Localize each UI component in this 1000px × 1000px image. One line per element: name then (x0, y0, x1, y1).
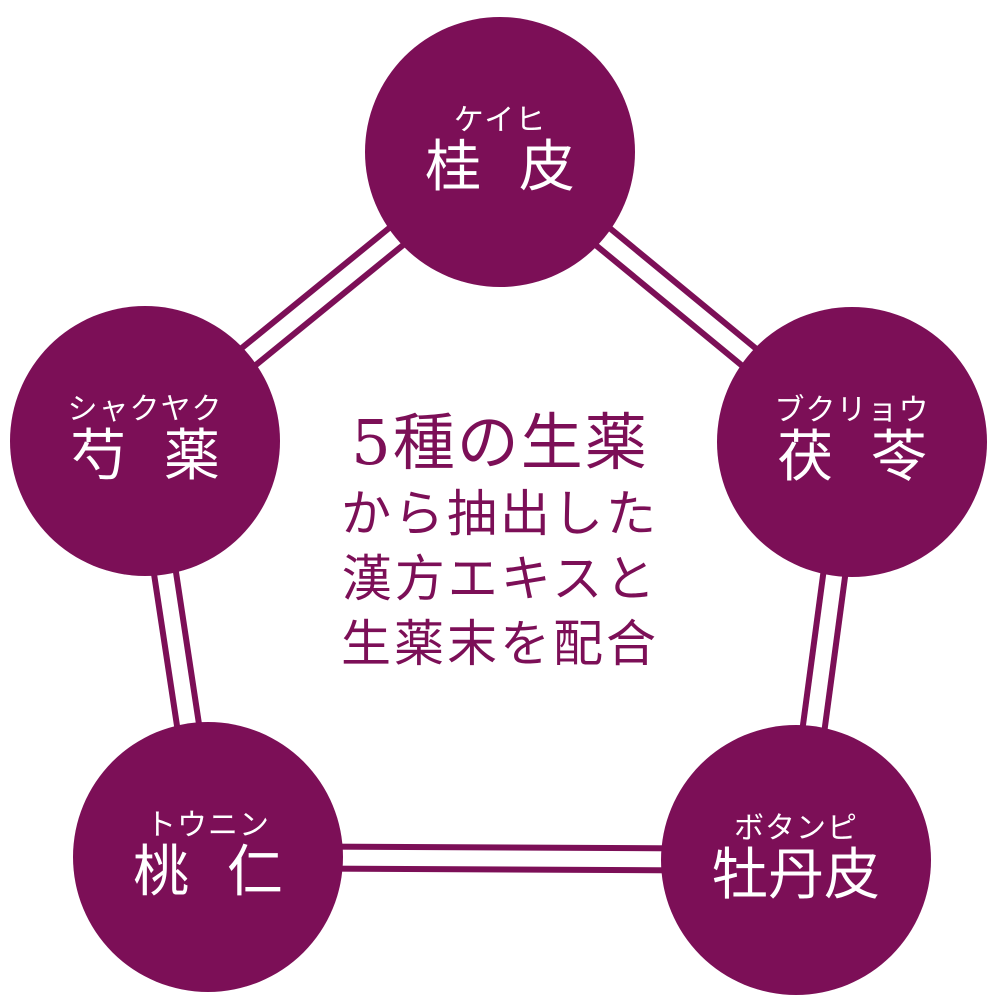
herb-name-botanpi: 牡丹皮 (712, 842, 880, 908)
center-line-3: 生薬末を配合 (341, 614, 659, 673)
center-caption: 5種の生薬 から抽出した 漢方エキスと 生薬末を配合 (300, 404, 700, 677)
herb-name-shakuyaku: 芍 薬 (70, 423, 230, 489)
herb-node-bukuryo: ブクリョウ 茯 苓 (717, 307, 987, 577)
herb-node-keihi: ケイヒ 桂 皮 (365, 17, 635, 287)
herb-name-bukuryo: 茯 苓 (777, 424, 937, 490)
herb-node-tounin: トウニン 桃 仁 (73, 722, 343, 992)
herb-name-tounin: 桃 仁 (133, 839, 293, 905)
herb-reading-shakuyaku: シャクヤク (67, 392, 223, 428)
center-line-2: 漢方エキスと (341, 549, 659, 608)
herb-reading-keihi: ケイヒ (453, 103, 547, 139)
herb-reading-bukuryo: ブクリョウ (774, 393, 930, 429)
herb-name-keihi: 桂 皮 (425, 134, 585, 200)
center-line-1: から抽出した (341, 484, 659, 543)
herb-node-shakuyaku: シャクヤク 芍 薬 (10, 306, 280, 576)
herb-reading-tounin: トウニン (146, 808, 270, 844)
herb-node-botanpi: ボタンピ 牡丹皮 (661, 725, 931, 995)
herb-reading-botanpi: ボタンピ (734, 811, 858, 847)
center-headline: 5種の生薬 (351, 406, 649, 479)
